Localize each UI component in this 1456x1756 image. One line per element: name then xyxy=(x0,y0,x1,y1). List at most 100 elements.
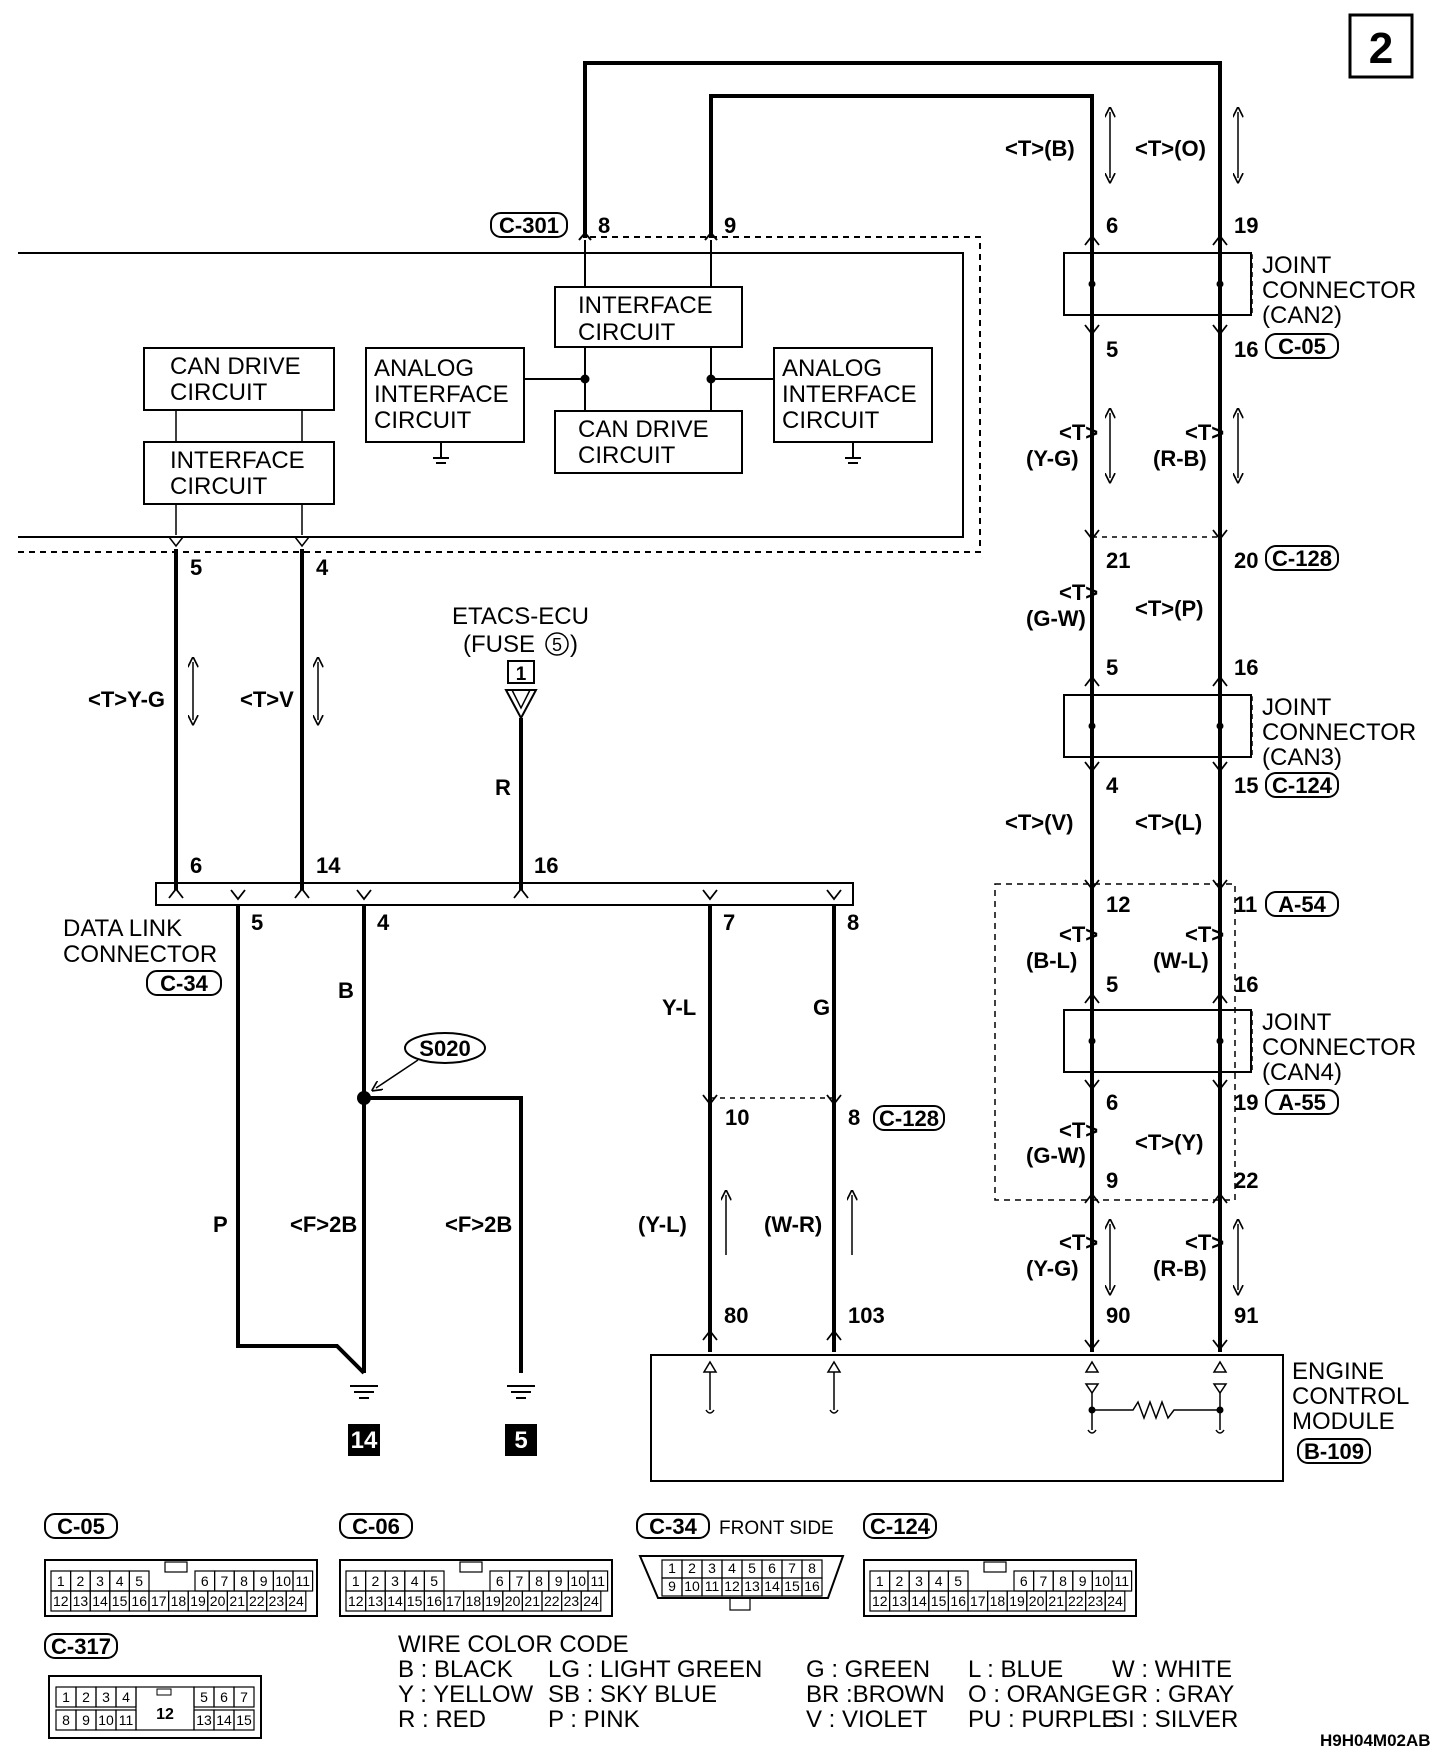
svg-text:FRONT SIDE: FRONT SIDE xyxy=(719,1518,834,1539)
pin-cell: 15 xyxy=(112,1593,128,1609)
svg-text:P: P xyxy=(213,1212,228,1237)
pin-cell: 8 xyxy=(808,1560,816,1576)
svg-text:<T>(B): <T>(B) xyxy=(1005,136,1075,161)
pin-cell: 7 xyxy=(516,1573,524,1589)
svg-text:CIRCUIT: CIRCUIT xyxy=(782,407,880,434)
top-wires xyxy=(583,61,1222,238)
svg-text:B: B xyxy=(338,978,354,1003)
can-drive-circuit-left: CAN DRIVE CIRCUIT xyxy=(143,347,335,411)
pin-cell: 15 xyxy=(236,1712,252,1728)
svg-text:S020: S020 xyxy=(419,1036,470,1061)
svg-text:(Y-L): (Y-L) xyxy=(638,1212,687,1237)
svg-text:5: 5 xyxy=(1106,972,1118,997)
pin-cell: 9 xyxy=(260,1573,268,1589)
svg-text:CONNECTOR: CONNECTOR xyxy=(1262,277,1416,304)
svg-text:C-124: C-124 xyxy=(1272,773,1333,798)
pin-cell: 18 xyxy=(990,1593,1006,1609)
right-can-bus-wires xyxy=(1090,225,1222,1352)
svg-text:<T>: <T> xyxy=(1059,922,1098,947)
wire-color-entry: P : PINK xyxy=(548,1706,640,1733)
pin-cell: 16 xyxy=(804,1578,820,1594)
ground-symbol-5: 5 xyxy=(505,1385,537,1456)
svg-text:JOINT: JOINT xyxy=(1262,1009,1332,1036)
svg-text:11: 11 xyxy=(1234,892,1257,917)
svg-text:80: 80 xyxy=(724,1303,748,1328)
pin-4-etacs: 4 xyxy=(316,555,329,580)
etacs-ecu-outline xyxy=(18,236,981,553)
svg-text:MODULE: MODULE xyxy=(1292,1408,1395,1435)
pin-cell: 11 xyxy=(296,1573,311,1589)
svg-text:C-317: C-317 xyxy=(51,1634,111,1659)
pin-cell: 6 xyxy=(220,1689,228,1705)
wire-color-entry: GR : GRAY xyxy=(1112,1681,1234,1708)
wire-color-entry: BR :BROWN xyxy=(806,1681,945,1708)
pin-cell: 11 xyxy=(1115,1573,1130,1589)
pin-cell: 14 xyxy=(764,1578,780,1594)
pin-cell: 1 xyxy=(62,1689,70,1705)
pin-cell: 13 xyxy=(73,1593,89,1609)
ground-symbol-14: 14 xyxy=(348,1385,380,1456)
svg-text:WIRE COLOR CODE: WIRE COLOR CODE xyxy=(398,1631,629,1658)
svg-text:C-06: C-06 xyxy=(352,1514,400,1539)
left-can-wires xyxy=(174,549,304,890)
pin-cell: 21 xyxy=(229,1593,245,1609)
svg-text:C-124: C-124 xyxy=(870,1514,931,1539)
svg-text:C-05: C-05 xyxy=(57,1514,105,1539)
svg-text:<T>: <T> xyxy=(1059,1118,1098,1143)
svg-text:5: 5 xyxy=(1106,655,1118,680)
pin-cell: 3 xyxy=(708,1560,716,1576)
svg-text:CAN DRIVE: CAN DRIVE xyxy=(170,353,301,380)
wire-color-entry: V : VIOLET xyxy=(806,1706,928,1733)
pin-cell: 1 xyxy=(876,1573,884,1589)
pin-cell: 13 xyxy=(744,1578,760,1594)
svg-text:8: 8 xyxy=(848,1105,860,1130)
svg-text:<T>(L): <T>(L) xyxy=(1135,810,1202,835)
svg-text:C-301: C-301 xyxy=(499,213,559,238)
pin-cell: 23 xyxy=(1088,1593,1104,1609)
wire-color-entry: R : RED xyxy=(398,1706,486,1733)
wire-color-entry: Y : YELLOW xyxy=(398,1681,534,1708)
svg-text:14: 14 xyxy=(316,853,341,878)
wire-color-entry: L : BLUE xyxy=(968,1656,1063,1683)
pin-cell: 3 xyxy=(391,1573,399,1589)
svg-text:(R-B): (R-B) xyxy=(1153,1256,1207,1281)
pin-cell: 5 xyxy=(135,1573,143,1589)
pin-cell: 17 xyxy=(446,1593,462,1609)
connector-label-c124: C-124 xyxy=(863,1513,937,1539)
connector-a54-label: A-54 xyxy=(1265,891,1339,917)
svg-text:C-34: C-34 xyxy=(649,1514,697,1539)
pin-cell: 8 xyxy=(62,1712,70,1728)
pin-cell: 13 xyxy=(368,1593,384,1609)
joint-connector-can3: JOINT CONNECTOR (CAN3) xyxy=(1063,694,1416,771)
pin-cell: 9 xyxy=(82,1712,90,1728)
svg-text:(CAN2): (CAN2) xyxy=(1262,302,1342,329)
can-drive-circuit-center: CAN DRIVE CIRCUIT xyxy=(554,410,743,474)
svg-text:19: 19 xyxy=(1234,213,1258,238)
svg-text:<T>: <T> xyxy=(1059,580,1098,605)
engine-control-module: ENGINE CONTROL MODULE B-109 xyxy=(650,1354,1409,1482)
svg-text:A-54: A-54 xyxy=(1278,892,1326,917)
svg-text:G: G xyxy=(813,995,830,1020)
pin-cell: 10 xyxy=(1094,1573,1110,1589)
wire-color-entry: W : WHITE xyxy=(1112,1656,1232,1683)
left-internal-links xyxy=(168,410,310,548)
svg-text:10: 10 xyxy=(725,1105,749,1130)
svg-text:C-128: C-128 xyxy=(879,1106,939,1131)
pin-cell: 15 xyxy=(407,1593,423,1609)
pin-cell: 19 xyxy=(1009,1593,1025,1609)
connector-a55-label: A-55 xyxy=(1265,1089,1339,1115)
ground-wires xyxy=(236,905,523,1375)
pin-8-c301: 8 xyxy=(598,213,610,238)
svg-text:9: 9 xyxy=(1106,1168,1118,1193)
pin-cell: 14 xyxy=(92,1593,108,1609)
svg-text:6: 6 xyxy=(1106,213,1118,238)
svg-text:(G-W): (G-W) xyxy=(1026,606,1086,631)
svg-text:ENGINE: ENGINE xyxy=(1292,1358,1384,1385)
svg-text:<T>: <T> xyxy=(1185,922,1224,947)
svg-text:4: 4 xyxy=(377,910,390,935)
pin-5-etacs: 5 xyxy=(190,555,202,580)
pin-cell: 7 xyxy=(1040,1573,1048,1589)
